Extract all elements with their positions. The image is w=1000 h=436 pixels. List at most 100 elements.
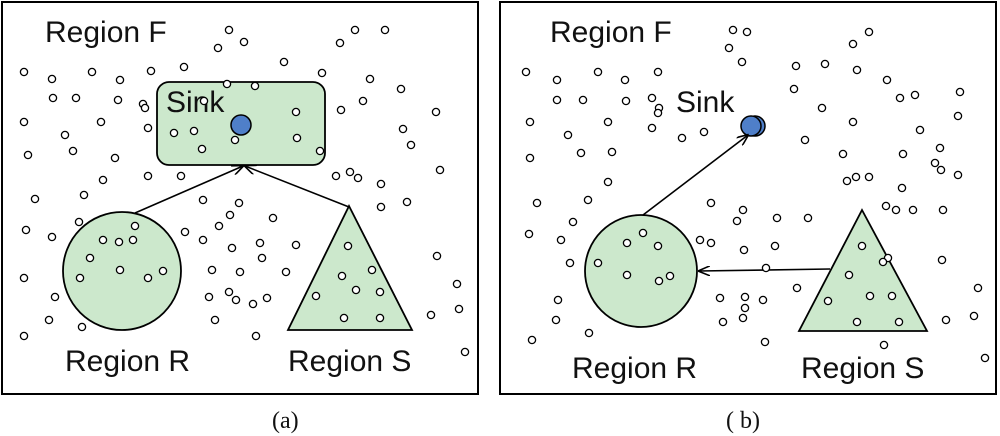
sensor-node [895, 93, 905, 103]
sensor-node [239, 37, 249, 47]
region-r-label: Region R [65, 345, 190, 378]
sensor-node [143, 273, 153, 283]
sensor-node [525, 153, 535, 163]
sensor-node [583, 195, 593, 205]
sensor-node [578, 95, 588, 105]
sensor-node [19, 117, 29, 127]
sensor-node [607, 147, 617, 157]
sensor-node [953, 111, 963, 121]
sensor-node [842, 176, 852, 186]
sensor-node [98, 175, 108, 185]
sensor-node [248, 299, 258, 309]
sensor-node [452, 279, 462, 289]
sensor-node [851, 172, 861, 182]
sensor-node [214, 221, 224, 231]
sensor-nodes-b [521, 25, 990, 363]
sensor-node [761, 263, 771, 273]
sensor-node [113, 95, 123, 105]
sensor-node [792, 283, 802, 293]
sensor-node [114, 237, 124, 247]
sensor-node [740, 303, 750, 313]
sensor-node [345, 167, 355, 177]
sensor-node [551, 315, 561, 325]
sensor-node [343, 241, 353, 251]
sensor-node [375, 313, 385, 323]
sensor-node [197, 144, 207, 154]
sensor-node [706, 198, 716, 208]
sensor-node [189, 126, 199, 136]
sensor-node [882, 75, 892, 85]
sensor-node [353, 173, 363, 183]
sensor-node [47, 232, 57, 242]
sensor-node [454, 304, 464, 314]
sensor-node [838, 149, 848, 159]
sensor-node [250, 81, 260, 91]
sensor-node [718, 317, 728, 327]
sensor-node [292, 133, 302, 143]
region-f-label: Region F [550, 16, 672, 49]
sensor-node [222, 79, 232, 89]
sensor-node [521, 67, 531, 77]
sensor-node [852, 317, 862, 327]
sensor-node [897, 183, 907, 193]
sensor-node [231, 295, 241, 305]
sensor-node [140, 103, 150, 113]
sensor-node [620, 75, 630, 85]
sensor-node [772, 213, 782, 223]
sensor-node [936, 165, 946, 175]
sensor-node [894, 317, 904, 327]
sensor-node [255, 238, 265, 248]
sensor-node [315, 146, 325, 156]
sensor-node [350, 25, 360, 35]
sensor-node [881, 201, 891, 211]
sensor-node [336, 105, 346, 115]
sensor-node [791, 61, 801, 71]
sensor-node [820, 59, 830, 69]
sensor-node [857, 241, 867, 251]
sensor-node [584, 328, 594, 338]
sensor-node [291, 107, 301, 117]
region-s-label: Region S [801, 352, 924, 385]
sensor-node [622, 270, 632, 280]
sink-node [740, 115, 762, 137]
sensor-node [262, 293, 272, 303]
sensor-node [23, 150, 33, 160]
sensor-node [376, 202, 386, 212]
sensor-node [760, 337, 770, 347]
sensor-node [198, 235, 208, 245]
sensor-node [115, 75, 125, 85]
sensor-node [204, 292, 214, 302]
sensor-node [365, 74, 375, 84]
arrow-r-to-sink [642, 135, 748, 216]
sensor-node [969, 311, 979, 321]
sensor-node [973, 283, 983, 293]
sensor-node [653, 67, 663, 77]
sensor-node [74, 217, 84, 227]
sink-node [230, 114, 252, 136]
sensor-node [30, 194, 40, 204]
sensor-node [910, 90, 920, 100]
sensor-node [198, 195, 208, 205]
sensor-node [844, 270, 854, 280]
sensor-node [435, 165, 445, 175]
sensor-node [98, 235, 108, 245]
sensor-node [21, 225, 31, 235]
sensor-node [891, 205, 901, 215]
arrow-s-to-sink [245, 166, 350, 208]
panel-b-frame [499, 1, 997, 395]
sensor-node [279, 57, 289, 67]
sensor-node [268, 213, 278, 223]
sensor-node [898, 149, 908, 159]
region-f-label: Region F [45, 16, 167, 49]
sensor-node [143, 171, 153, 181]
sensor-node [653, 108, 663, 118]
sensor-node [199, 96, 209, 106]
sensor-node [331, 171, 341, 181]
sensor-node [44, 315, 54, 325]
sensor-node [724, 43, 734, 53]
sensor-node [647, 123, 657, 133]
sensor-node [48, 93, 58, 103]
sensor-node [207, 265, 217, 275]
sensor-node [556, 235, 566, 245]
